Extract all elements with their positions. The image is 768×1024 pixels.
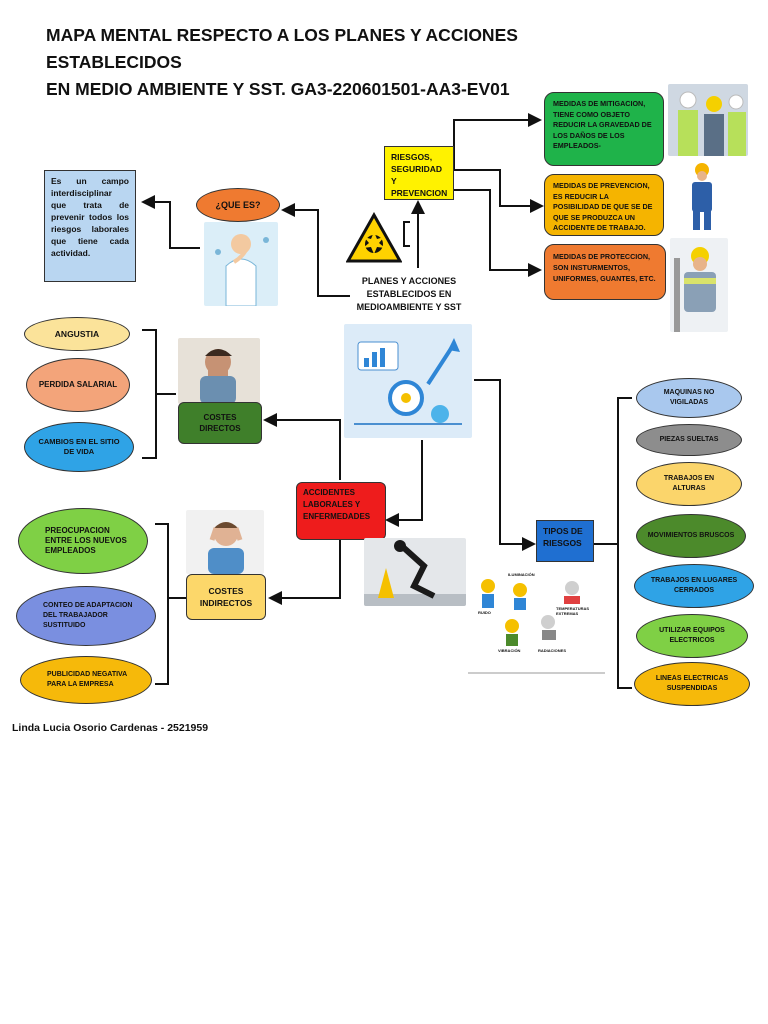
item-perdida-salarial-text: PERDIDA SALARIAL <box>38 380 118 389</box>
explosion-warning-icon <box>345 211 403 264</box>
tipo-maquinas-no-vigiladas: MAQUINAS NO VIGILADAS <box>636 378 742 418</box>
accidentes-node: ACCIDENTES LABORALES Y ENFERMEDADES <box>296 482 386 540</box>
measure-protection: MEDIDAS DE PROTECCION, SON INSTURMENTOS,… <box>544 244 666 300</box>
tipo-lugares-cerrados: TRABAJOS EN LUGARES CERRADOS <box>634 564 754 608</box>
que-es-node: ¿QUE ES? <box>196 188 280 222</box>
icon-label-vibracion: VIBRACIÓN <box>498 648 521 653</box>
thinking-person-image <box>204 222 278 306</box>
central-infographic-image <box>344 324 472 438</box>
measure-mitigation: MEDIDAS DE MITIGACION, TIENE COMO OBJETO… <box>544 92 664 166</box>
stressed-man-image <box>186 510 264 574</box>
measure-protection-text: MEDIDAS DE PROTECCION, SON INSTURMENTOS,… <box>553 252 656 283</box>
measure-mitigation-text: MEDIDAS DE MITIGACION, TIENE COMO OBJETO… <box>553 99 652 150</box>
worker-woman-image <box>684 160 720 230</box>
riesgos-node: RIESGOS, SEGURIDAD Y PREVENCION <box>384 146 454 200</box>
page-title: MAPA MENTAL RESPECTO A LOS PLANES Y ACCI… <box>46 22 646 103</box>
item-conteo-adaptacion: CONTEO DE ADAPTACION DEL TRABAJADOR SUST… <box>16 586 156 646</box>
tipo-equipos-electricos: UTILIZAR EQUIPOS ELECTRICOS <box>636 614 748 658</box>
measure-prevention: MEDIDAS DE PREVENCION, ES REDUCIR LA POS… <box>544 174 664 236</box>
tipos-riesgos-label: TIPOS DE RIESGOS <box>543 526 583 548</box>
tipo-trabajos-alturas: TRABAJOS EN ALTURAS <box>636 462 742 506</box>
item-preocupacion: PREOCUPACION ENTRE LOS NUEVOS EMPLEADOS <box>18 508 148 574</box>
risk-types-icons: RUIDO ILUMINACIÓN TEMPERATURAS EXTREMAS … <box>468 566 604 672</box>
title-line-1: MAPA MENTAL RESPECTO A LOS PLANES Y ACCI… <box>46 25 518 72</box>
tipos-riesgos-node: TIPOS DE RIESGOS <box>536 520 594 562</box>
icon-label-temperaturas: TEMPERATURAS EXTREMAS <box>556 606 590 616</box>
tipo-equipos-electricos-text: UTILIZAR EQUIPOS ELECTRICOS <box>659 627 725 644</box>
definition-box: Es un campo interdisciplinar que trata d… <box>44 170 136 282</box>
tipo-movimientos-bruscos: MOVIMIENTOS BRUSCOS <box>636 514 746 558</box>
costes-directos-label: COSTES DIRECTOS <box>199 413 241 433</box>
costes-indirectos-label: COSTES INDIRECTOS <box>199 586 253 608</box>
que-es-label: ¿QUE ES? <box>215 200 261 210</box>
tipo-maquinas-no-vigiladas-text: MAQUINAS NO VIGILADAS <box>663 389 715 406</box>
tipo-piezas-sueltas-text: PIEZAS SUELTAS <box>659 436 719 443</box>
worried-man-image <box>178 338 260 404</box>
item-angustia: ANGUSTIA <box>24 317 130 351</box>
tipo-lugares-cerrados-text: TRABAJOS EN LUGARES CERRADOS <box>650 577 738 594</box>
item-preocupacion-text: PREOCUPACION ENTRE LOS NUEVOS EMPLEADOS <box>45 526 127 555</box>
accidentes-label: ACCIDENTES LABORALES Y ENFERMEDADES <box>303 488 371 521</box>
icon-label-iluminacion: ILUMINACIÓN <box>508 572 535 577</box>
item-cambios-sitio-vida: CAMBIOS EN EL SITIO DE VIDA <box>24 422 134 472</box>
item-publicidad-negativa: PUBLICIDAD NEGATIVA PARA LA EMPRESA <box>20 656 152 704</box>
title-line-2: EN MEDIO AMBIENTE Y SST. GA3-220601501-A… <box>46 79 510 99</box>
slip-accident-image <box>364 538 466 606</box>
item-conteo-adaptacion-text: CONTEO DE ADAPTACION DEL TRABAJADOR SUST… <box>43 602 133 629</box>
definition-text: Es un campo interdisciplinar que trata d… <box>51 176 129 258</box>
costes-directos-node: COSTES DIRECTOS <box>178 402 262 444</box>
item-cambios-sitio-vida-text: CAMBIOS EN EL SITIO DE VIDA <box>38 437 120 456</box>
item-publicidad-negativa-text: PUBLICIDAD NEGATIVA PARA LA EMPRESA <box>47 671 127 688</box>
icon-label-ruido: RUIDO <box>478 610 491 615</box>
tipo-lineas-electricas: LINEAS ELECTRICAS SUSPENDIDAS <box>634 662 750 706</box>
central-topic-label: PLANES Y ACCIONES ESTABLECIDOS EN MEDIOA… <box>356 275 462 312</box>
tipo-lineas-electricas-text: LINEAS ELECTRICAS SUSPENDIDAS <box>655 675 729 692</box>
worker-tools-image <box>670 238 728 332</box>
item-angustia-text: ANGUSTIA <box>54 329 100 339</box>
item-perdida-salarial: PERDIDA SALARIAL <box>26 358 130 412</box>
tipo-trabajos-alturas-text: TRABAJOS EN ALTURAS <box>663 475 715 492</box>
tipo-movimientos-bruscos-text: MOVIMIENTOS BRUSCOS <box>647 532 735 539</box>
workers-group-image <box>668 84 748 156</box>
riesgos-label: RIESGOS, SEGURIDAD Y PREVENCION <box>391 152 448 198</box>
tipo-piezas-sueltas: PIEZAS SUELTAS <box>636 424 742 456</box>
author-credit: Linda Lucia Osorio Cardenas - 2521959 <box>12 722 209 734</box>
icon-label-radiaciones: RADIACIONES <box>538 648 567 653</box>
central-topic: PLANES Y ACCIONES ESTABLECIDOS EN MEDIOA… <box>346 268 472 320</box>
measure-prevention-text: MEDIDAS DE PREVENCION, ES REDUCIR LA POS… <box>553 181 653 232</box>
costes-indirectos-node: COSTES INDIRECTOS <box>186 574 266 620</box>
